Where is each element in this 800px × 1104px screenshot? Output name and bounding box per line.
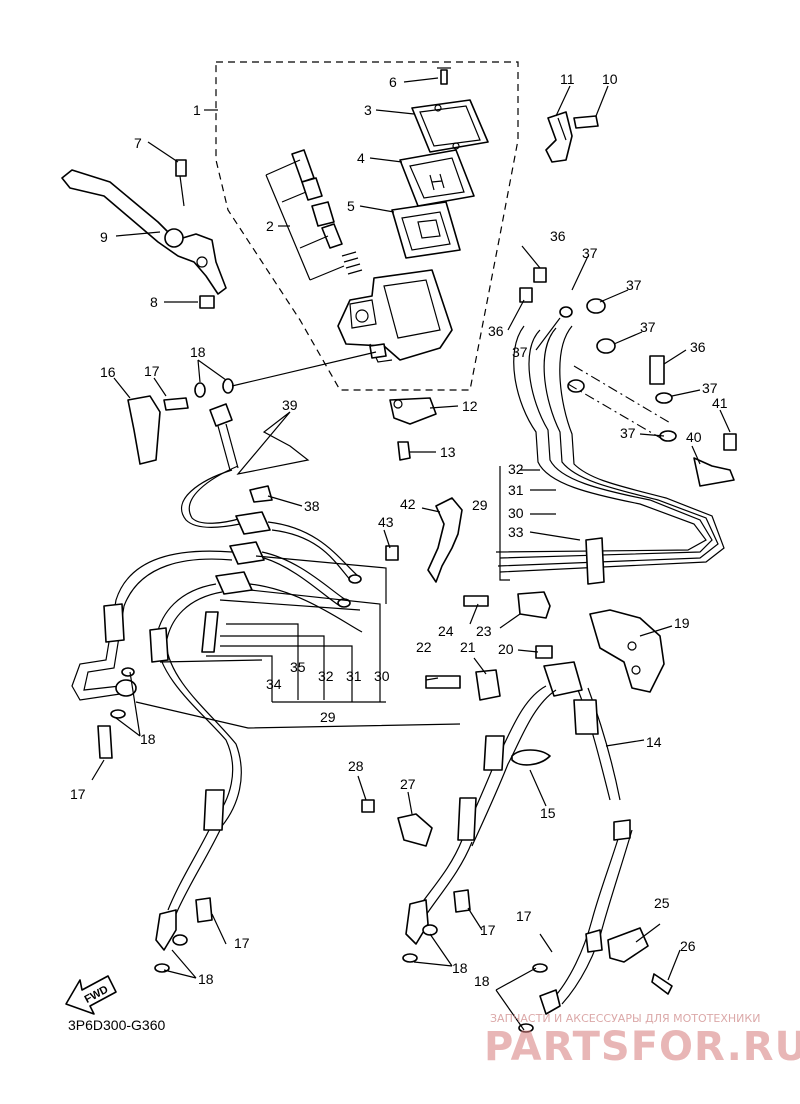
label-28: 28 [348, 758, 364, 774]
label-17-bottom-center: 17 [480, 922, 496, 938]
label-37-f: 37 [620, 425, 636, 441]
label-7: 7 [134, 135, 142, 151]
label-24: 24 [438, 623, 454, 639]
label-31-right: 31 [508, 482, 524, 498]
label-17-top: 17 [144, 363, 160, 379]
label-36-top: 36 [550, 228, 566, 244]
label-16: 16 [100, 364, 116, 380]
label-37-c: 37 [512, 344, 528, 360]
label-20: 20 [498, 641, 514, 657]
brake-switch [389, 397, 437, 461]
label-37-b: 37 [626, 277, 642, 293]
label-18-left: 18 [140, 731, 156, 747]
watermark: ЗАПЧАСТИ И АКСЕССУАРЫ ДЛЯ МОТОТЕХНИКИ PA… [484, 1012, 800, 1070]
label-18-bottom-center: 18 [452, 960, 468, 976]
label-39: 39 [282, 397, 298, 413]
label-36-left: 36 [488, 323, 504, 339]
label-12: 12 [462, 398, 478, 414]
label-31-bottom: 31 [346, 668, 362, 684]
handlebar-clamp [545, 111, 599, 163]
label-17-bottom-right: 17 [516, 908, 532, 924]
label-42: 42 [400, 496, 416, 512]
label-18-top: 18 [190, 344, 206, 360]
label-21: 21 [460, 639, 476, 655]
label-17-bottom-left: 17 [234, 935, 250, 951]
label-18-bottom-right: 18 [474, 973, 490, 989]
label-37-e: 37 [702, 380, 718, 396]
label-18-bottom-left: 18 [198, 971, 214, 987]
label-15: 15 [540, 805, 556, 821]
master-cylinder-group [215, 61, 519, 391]
label-2: 2 [266, 218, 274, 234]
label-30-right: 30 [508, 505, 524, 521]
leader-lines [91, 77, 731, 1031]
label-38: 38 [304, 498, 320, 514]
label-14: 14 [646, 734, 662, 750]
label-35: 35 [290, 659, 306, 675]
label-23: 23 [476, 623, 492, 639]
label-13: 13 [440, 444, 456, 460]
label-32-right: 32 [508, 461, 524, 477]
label-22: 22 [416, 639, 432, 655]
label-26: 26 [680, 938, 696, 954]
label-6: 6 [389, 74, 397, 90]
label-3: 3 [364, 102, 372, 118]
figure-code: 3P6D300-G360 [68, 1017, 166, 1033]
banjo-group-top [127, 351, 377, 465]
label-29-bottom: 29 [320, 709, 336, 725]
brake-lever [61, 159, 227, 309]
label-33: 33 [508, 524, 524, 540]
part-labels: 1 2 3 4 5 6 7 8 9 10 11 12 13 14 15 16 1… [70, 71, 728, 989]
label-1: 1 [193, 102, 201, 118]
label-11: 11 [560, 71, 575, 87]
label-34: 34 [266, 676, 282, 692]
label-5: 5 [347, 198, 355, 214]
label-29-right: 29 [472, 497, 488, 513]
label-19: 19 [674, 615, 690, 631]
label-43: 43 [378, 514, 394, 530]
label-25: 25 [654, 895, 670, 911]
watermark-brand: PARTSFOR.RU [484, 1024, 800, 1070]
label-37-a: 37 [582, 245, 598, 261]
label-17-left: 17 [70, 786, 86, 802]
label-41: 41 [712, 395, 728, 411]
label-30-bottom: 30 [374, 668, 390, 684]
label-27: 27 [400, 776, 416, 792]
label-40: 40 [686, 429, 702, 445]
watermark-tagline: ЗАПЧАСТИ И АКСЕССУАРЫ ДЛЯ МОТОТЕХНИКИ [490, 1012, 760, 1025]
brake-pipes-right [361, 267, 737, 1033]
label-36-right: 36 [690, 339, 706, 355]
label-10: 10 [602, 71, 618, 87]
label-4: 4 [357, 150, 365, 166]
label-8: 8 [150, 294, 158, 310]
label-9: 9 [100, 229, 108, 245]
fwd-arrow-icon: FWD [65, 975, 117, 1015]
label-37-d: 37 [640, 319, 656, 335]
label-32-bottom: 32 [318, 668, 334, 684]
